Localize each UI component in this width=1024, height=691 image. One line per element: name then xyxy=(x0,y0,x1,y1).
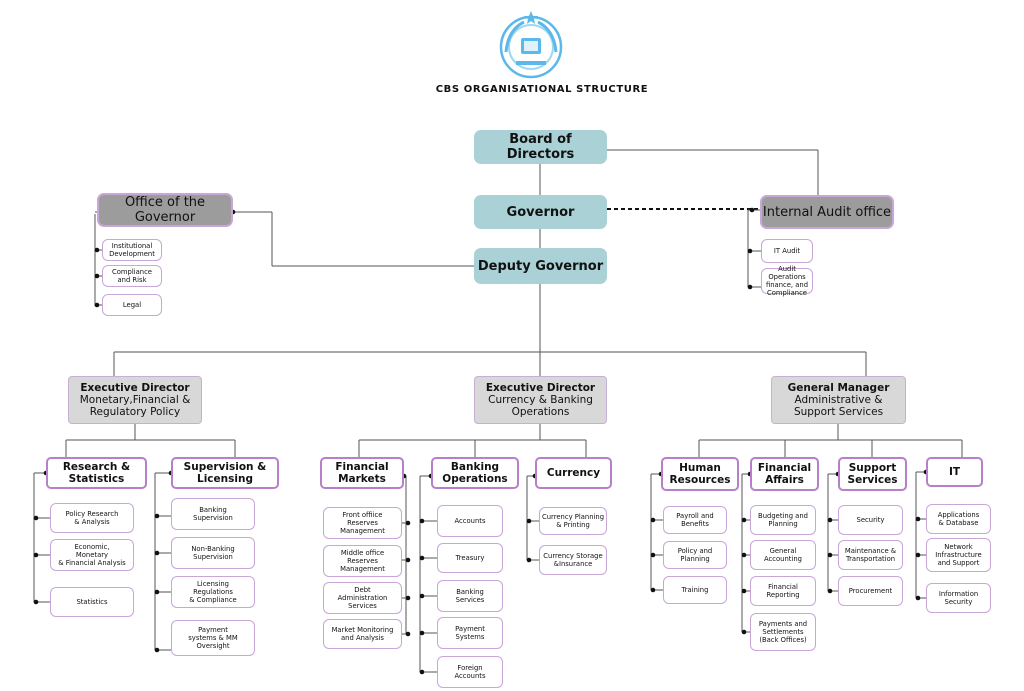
cbs-emblem-logo xyxy=(499,11,563,79)
connector-dot xyxy=(747,248,753,254)
office-of-governor-box: Office of the Governor xyxy=(97,193,233,227)
leaf-general-accounting: General Accounting xyxy=(750,540,816,570)
dept-financial-affairs: Financial Affairs xyxy=(750,457,819,491)
connector-dot xyxy=(405,631,411,637)
leaf-statistics: Statistics xyxy=(50,587,134,617)
leaf-non-banking-supervision: Non-Banking Supervision xyxy=(171,537,255,569)
dept-human-resources: Human Resources xyxy=(661,457,739,491)
exec-subtitle: Currency & Banking Operations xyxy=(488,394,593,418)
connector-dot xyxy=(154,647,160,653)
connector-dot xyxy=(419,669,425,675)
chart-title: CBS ORGANISATIONAL STRUCTURE xyxy=(435,84,649,95)
leaf-accounts: Accounts xyxy=(437,505,503,537)
exec-title: Executive Director xyxy=(80,382,190,394)
exec-director-currency-box: Executive Director Currency & Banking Op… xyxy=(474,376,607,424)
dept-banking-operations: Banking Operations xyxy=(431,457,519,489)
connector-dot xyxy=(915,595,921,601)
leaf-training: Training xyxy=(663,576,727,604)
connector-dot xyxy=(915,552,921,558)
connector-dot xyxy=(747,284,753,290)
leaf-policy-planning: Policy and Planning xyxy=(663,541,727,569)
connector-dot xyxy=(419,630,425,636)
connector-dot xyxy=(94,302,100,308)
exec-title: Executive Director xyxy=(485,382,596,394)
leaf-treasury: Treasury xyxy=(437,543,503,573)
exec-title: General Manager xyxy=(787,382,890,394)
general-manager-box: General Manager Administrative & Support… xyxy=(771,376,906,424)
leaf-middle-office-reserves: Middle office Reserves Management xyxy=(323,545,402,577)
leaf-economic-analysis: Economic, Monetary & Financial Analysis xyxy=(50,539,134,571)
dept-financial-markets: Financial Markets xyxy=(320,457,404,489)
connector-dot xyxy=(154,513,160,519)
dept-research-statistics: Research & Statistics xyxy=(46,457,147,489)
office-item-legal: Legal xyxy=(102,294,162,316)
office-item-institutional-development: Institutional Development xyxy=(102,239,162,261)
leaf-security: Security xyxy=(838,505,903,535)
connector-dot xyxy=(419,593,425,599)
exec-subtitle: Administrative & Support Services xyxy=(793,394,884,418)
leaf-foreign-accounts: Foreign Accounts xyxy=(437,656,503,688)
internal-audit-box: Internal Audit office xyxy=(760,195,894,229)
connector-dot xyxy=(405,595,411,601)
leaf-maintenance-transportation: Maintenance & Transportation xyxy=(838,540,903,570)
leaf-debt-administration: Debt Administration Services xyxy=(323,582,402,614)
leaf-payment-systems-oversight: Payment systems & MM Oversight xyxy=(171,620,255,656)
connector-dot xyxy=(827,552,833,558)
leaf-front-office-reserves: Front offiice Reserves Management xyxy=(323,507,402,539)
dept-support-services: Support Services xyxy=(838,457,907,491)
connector-dot xyxy=(650,517,656,523)
leaf-financial-reporting: Financial Reporting xyxy=(750,576,816,606)
leaf-banking-supervision: Banking Supervision xyxy=(171,498,255,530)
connector-dot xyxy=(741,629,747,635)
dept-it: IT xyxy=(926,457,983,487)
connector-dot xyxy=(405,557,411,563)
leaf-payments-settlements: Payments and Settlements (Back Offices) xyxy=(750,613,816,651)
connector-dot xyxy=(154,550,160,556)
connector-dot xyxy=(94,273,100,279)
connector-dot xyxy=(915,516,921,522)
governor-box: Governor xyxy=(474,195,607,229)
connector-dot xyxy=(741,517,747,523)
connector-dot xyxy=(741,552,747,558)
leaf-payroll-benefits: Payroll and Benefits xyxy=(663,506,727,534)
exec-subtitle: Monetary,Financial & Regulatory Policy xyxy=(79,394,191,418)
connector-dot xyxy=(154,589,160,595)
connector-dot xyxy=(526,518,532,524)
connector-dot xyxy=(741,588,747,594)
leaf-market-monitoring: Market Monitoring and Analysis xyxy=(323,619,402,649)
leaf-payment-systems: Payment Systems xyxy=(437,617,503,649)
connector-dot xyxy=(33,599,39,605)
connector-dot xyxy=(33,515,39,521)
dept-supervision-licensing: Supervision & Licensing xyxy=(171,457,279,489)
leaf-network-infrastructure: Network Infrastructure and Support xyxy=(926,538,991,572)
leaf-currency-storage: Currency Storage &Insurance xyxy=(539,545,607,575)
leaf-information-security: Information Security xyxy=(926,583,991,613)
board-of-directors-box: Board of Directors xyxy=(474,130,607,164)
leaf-currency-planning: Currency Planning & Printing xyxy=(539,507,607,535)
exec-director-monetary-box: Executive Director Monetary,Financial & … xyxy=(68,376,202,424)
leaf-licensing-regulations: Licensing Regulations & Compliance xyxy=(171,576,255,608)
office-item-compliance-risk: Compliance and Risk xyxy=(102,265,162,287)
connector-dot xyxy=(827,588,833,594)
connector-dot xyxy=(419,555,425,561)
leaf-policy-research: Policy Research & Analysis xyxy=(50,503,134,533)
leaf-banking-services: Banking Services xyxy=(437,580,503,612)
connector-dot xyxy=(650,587,656,593)
connector-dot xyxy=(33,552,39,558)
leaf-applications-database: Applications & Database xyxy=(926,504,991,534)
leaf-procurement: Procurement xyxy=(838,576,903,606)
deputy-governor-box: Deputy Governor xyxy=(474,248,607,284)
connector-dot xyxy=(749,207,755,213)
connector-dot xyxy=(419,518,425,524)
dept-currency: Currency xyxy=(535,457,612,489)
connector-dot xyxy=(405,520,411,526)
connector-dot xyxy=(526,557,532,563)
connector-dot xyxy=(94,247,100,253)
audit-item-operations: Audit Operations finance, and Compliance xyxy=(761,265,813,297)
connector-dot xyxy=(650,552,656,558)
audit-item-it-audit: IT Audit xyxy=(761,239,813,263)
connector-dot xyxy=(827,517,833,523)
leaf-budgeting-planning: Budgeting and Planning xyxy=(750,505,816,535)
